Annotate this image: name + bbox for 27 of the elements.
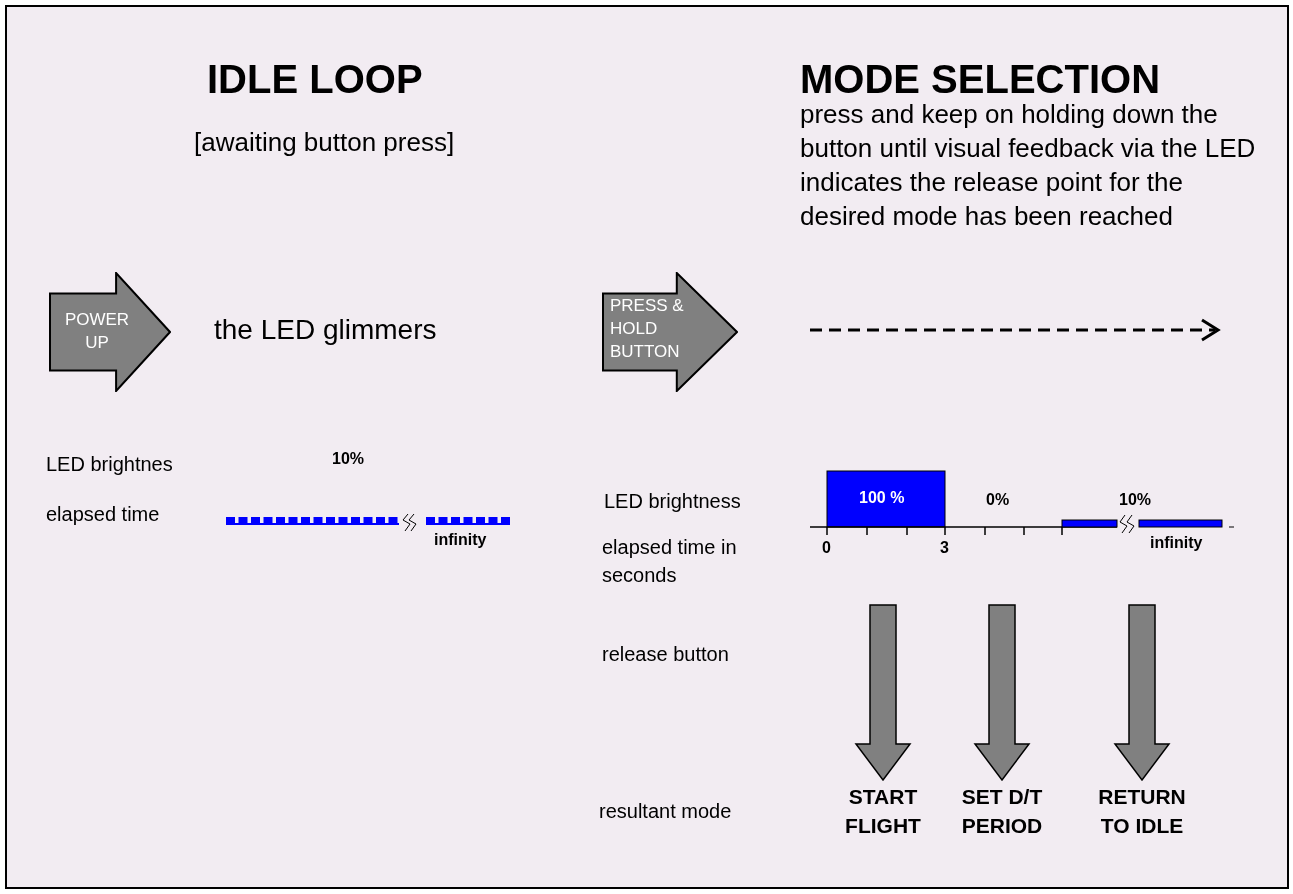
subheading: [awaiting button press] [194, 127, 455, 158]
value-label: 10% [332, 450, 365, 468]
axis-label: infinity [1150, 534, 1203, 552]
section-heading: IDLE LOOP [207, 57, 423, 102]
row-label: resultant mode [599, 800, 732, 823]
value-label: 100 % [859, 489, 905, 507]
block-arrow [602, 272, 738, 392]
row-label: release button [602, 643, 729, 666]
row-label: elapsed time [46, 503, 160, 526]
mode-label: SET D/T PERIOD [960, 784, 1044, 839]
block-arrow [973, 604, 1031, 782]
row-label: LED brightness [604, 490, 741, 513]
block-arrow [854, 604, 912, 782]
block-arrow [1113, 604, 1171, 782]
mode-label: RETURN TO IDLE [1097, 784, 1187, 839]
tick-label: 0 [822, 539, 831, 557]
row-label: LED brightnes [46, 453, 173, 476]
block-arrow [49, 272, 171, 392]
arrow-label: POWER UP [63, 309, 131, 354]
axis-label: infinity [434, 531, 487, 549]
mode-label: START FLIGHT [844, 784, 922, 839]
value-label: 0% [986, 491, 1010, 509]
state-text: the LED glimmers [214, 314, 437, 346]
tick-label: 3 [940, 539, 949, 557]
value-label: 10% [1119, 491, 1152, 509]
arrow-label: PRESS & HOLD BUTTON [610, 295, 685, 363]
row-label: elapsed time in seconds [602, 535, 738, 588]
